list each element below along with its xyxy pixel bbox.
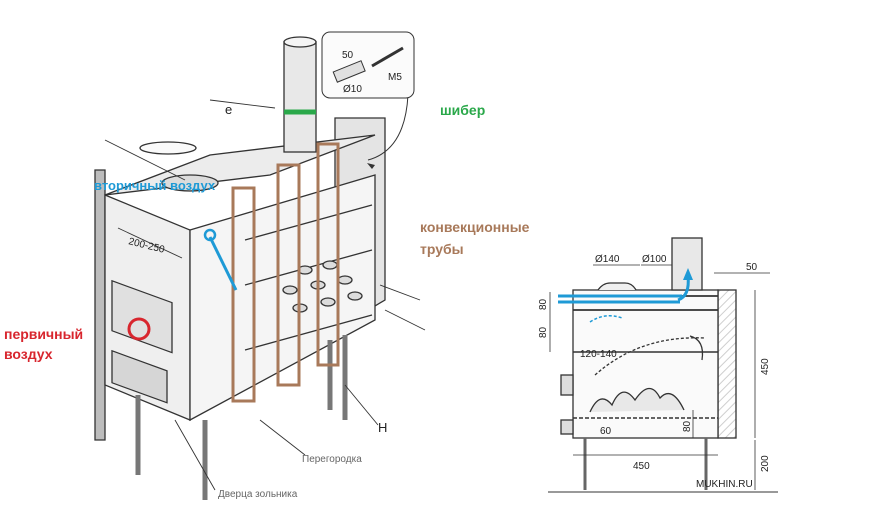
bolt-diameter-label: Ø10 [343,84,362,95]
dim-120-140-label: 120-140 [580,349,617,360]
dim-50-label: 50 [746,262,758,273]
section-body [572,289,719,439]
convection-label-line2: трубы [420,241,464,257]
ash-door-label: Дверца зольника [218,489,298,500]
primary-air-mark [127,317,151,341]
d100-label: Ø100 [642,254,667,265]
watermark: MUKHIN.RU [696,479,753,490]
dim-80-mid-label: 80 [538,326,549,338]
secondary-air-mark [208,236,238,291]
bolt-thread-label: M5 [388,72,402,83]
primary-air-label-line1: первичный [4,326,84,342]
shelf-line [244,204,373,241]
chimney-pipe [283,41,317,153]
chimney-top [283,36,317,48]
d140-label: Ø140 [595,254,620,265]
convection-tube-1 [231,186,256,403]
convection-tube-2 [276,163,301,387]
partition-label: Перегородка [302,454,362,465]
shiber-label: шибер [440,102,486,118]
section-shield [717,289,737,439]
primary-air-label-line2: воздух [4,346,53,362]
bolt-detail [321,31,415,99]
secondary-air-arrowhead [683,268,693,280]
stove-side [189,174,376,422]
bolt-rod [371,46,404,68]
cooking-ring-2 [161,174,219,192]
bolt-detail-frame [321,31,415,99]
dim-80-bottom-label: 80 [682,420,693,432]
ash-door [111,349,168,404]
firebox-door [111,279,173,354]
stove-section [548,237,778,493]
shelf-line [244,314,373,351]
left-shield [94,169,106,441]
letter-e-label: е [225,102,232,117]
dim-450-height-label: 450 [760,358,771,375]
bolt-sleeve [332,60,366,83]
dim-200-label: 200 [760,455,771,472]
dim-80-top-label: 80 [538,298,549,310]
stove-isometric [94,36,426,500]
bolt-length-label: 50 [342,50,354,61]
convection-label-line1: конвекционные [420,219,530,235]
convection-tube-3 [316,142,340,367]
secondary-air-label: вторичный воздух [94,178,216,193]
dim-60-label: 60 [600,426,612,437]
cooking-ring [139,141,197,155]
dim-450-width-label: 450 [633,461,650,472]
letter-n-label: Н [378,420,387,435]
secondary-air-inlet [203,228,217,242]
front-dim-line [117,227,183,259]
